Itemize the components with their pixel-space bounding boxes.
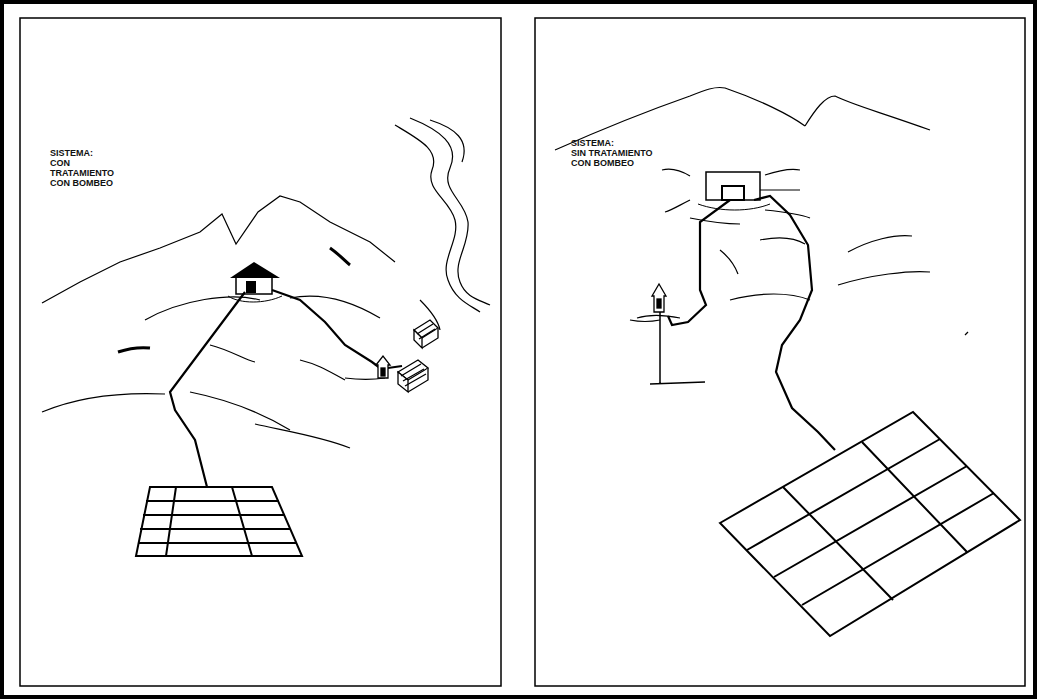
pump-house: [228, 262, 282, 302]
mountain-range: [555, 87, 968, 335]
panel-frame: [535, 18, 1025, 686]
system-label: SISTEMA:: [50, 148, 170, 158]
intake-structure: [376, 356, 390, 378]
storage-tower: [652, 284, 666, 312]
panel-frame: [20, 18, 501, 686]
irrigated-field: [720, 412, 1020, 636]
pump-station: [698, 172, 800, 210]
pipeline: [170, 290, 424, 487]
system-label: SIN TRATAMIENTO CON BOMBEO: [571, 148, 653, 168]
system-label: SISTEMA:: [571, 138, 691, 148]
treatment-tanks: [398, 320, 438, 392]
river: [395, 118, 490, 330]
mountain-range: [42, 196, 395, 448]
pipeline: [668, 196, 835, 450]
irrigated-field: [136, 487, 302, 556]
system-label: CON TRATAMIENTO CON BOMBEO: [50, 158, 132, 188]
